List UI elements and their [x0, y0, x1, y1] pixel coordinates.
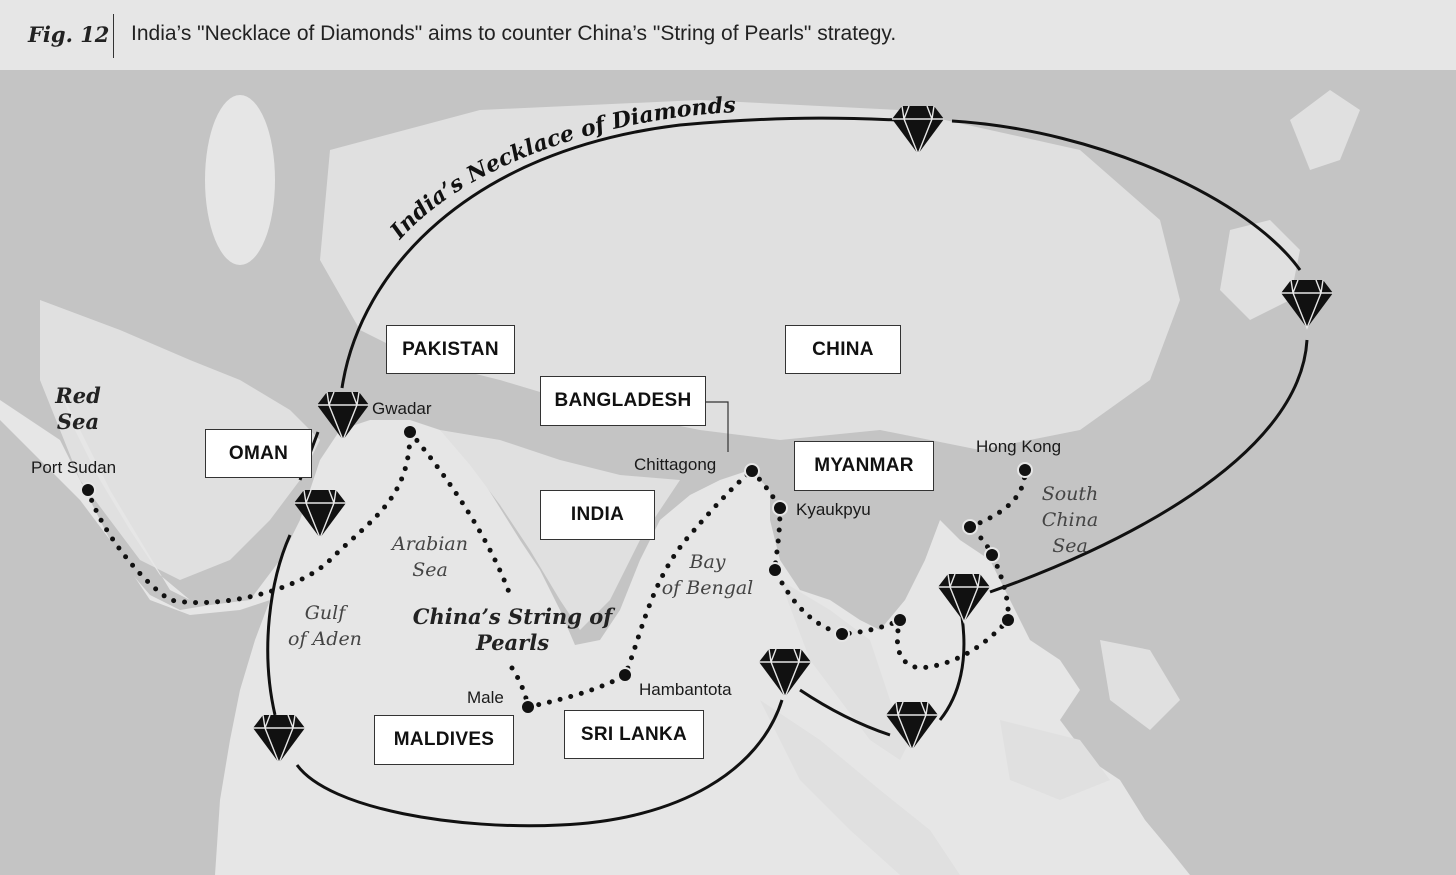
- pearl-nodes: [80, 424, 1033, 715]
- country-oman: OMAN: [205, 429, 312, 478]
- city-hong-kong: Hong Kong: [976, 437, 1062, 456]
- pearl-vietnam: [984, 547, 1000, 563]
- pearl-hambantota: [617, 667, 633, 683]
- pearl-hainan: [962, 519, 978, 535]
- country-india: INDIA: [540, 490, 655, 540]
- pearl-vietnam-south: [1000, 612, 1016, 628]
- bangladesh-connector: [706, 401, 729, 452]
- diamond-icon: [937, 573, 991, 623]
- pearl-kyaukpyu: [772, 500, 788, 516]
- pearl-gwadar: [402, 424, 418, 440]
- city-hambantota: Hambantota: [639, 680, 732, 699]
- pearl-port-sudan: [80, 482, 96, 498]
- country-maldives: MALDIVES: [374, 715, 514, 765]
- country-myanmar: MYANMAR: [794, 441, 934, 491]
- pearl-chittagong: [744, 463, 760, 479]
- header-divider: [113, 14, 114, 58]
- figure-header: Fig. 12 India’s "Necklace of Diamonds" a…: [0, 0, 1456, 70]
- diamond-icon: [758, 648, 812, 698]
- figure-caption: India’s "Necklace of Diamonds" aims to c…: [131, 22, 897, 45]
- pearl-cambodia: [892, 612, 908, 628]
- country-sri-lanka: SRI LANKA: [564, 710, 704, 759]
- pearl-male: [520, 699, 536, 715]
- country-bangladesh: BANGLADESH: [540, 376, 706, 426]
- necklace-of-diamonds-route: [266, 116, 1309, 828]
- pearl-thailand: [834, 626, 850, 642]
- pearl-hong-kong: [1017, 462, 1033, 478]
- figure-label: Fig. 12: [28, 22, 110, 47]
- city-chittagong: Chittagong: [634, 455, 717, 474]
- pearl-myanmar-coast: [767, 562, 783, 578]
- diamond-icon: [252, 714, 306, 764]
- country-china: CHINA: [785, 325, 901, 374]
- city-kyaukpyu: Kyaukpyu: [796, 500, 871, 519]
- city-port-sudan: Port Sudan: [31, 458, 117, 477]
- city-gwadar: Gwadar: [372, 399, 432, 418]
- city-male: Male: [467, 688, 504, 707]
- country-pakistan: PAKISTAN: [386, 325, 515, 374]
